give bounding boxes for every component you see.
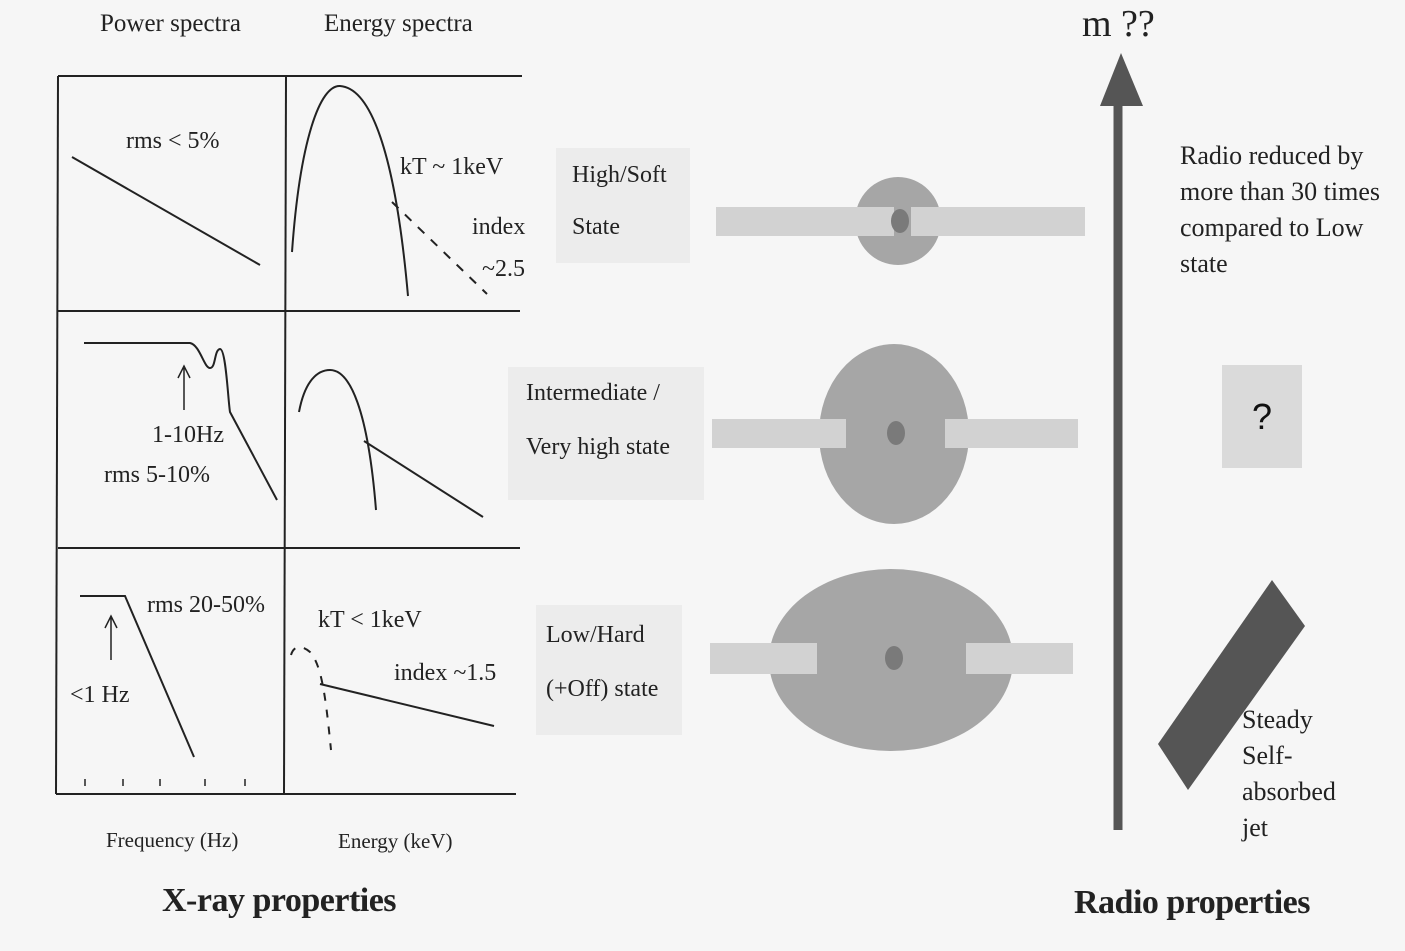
radio-properties-title: Radio properties	[1074, 884, 1310, 921]
jet-bar-right-intermediate	[945, 419, 1078, 448]
energy-spectrum-high-soft-bump	[291, 84, 409, 297]
label-index-value-high-soft: ~2.5	[482, 256, 525, 282]
energy-spectrum-low-hard-disk	[290, 646, 332, 751]
label-rms-low-hard: rms 20-50%	[147, 592, 265, 618]
source-high-soft	[716, 177, 1085, 265]
source-intermediate	[712, 344, 1078, 524]
grid-line-middle	[283, 75, 287, 795]
power-spectrum-high-soft	[71, 156, 261, 266]
energy-spectrum-intermediate-bump	[298, 368, 377, 511]
state-high-soft-line1: High/Soft	[572, 162, 667, 188]
energy-spectrum-low-hard-powerlaw	[319, 683, 495, 727]
state-high-soft-line2: State	[572, 214, 620, 240]
core-intermediate	[887, 421, 905, 445]
core-low-hard	[885, 646, 903, 670]
label-index-high-soft: index	[472, 214, 526, 240]
state-low-hard-line1: Low/Hard	[546, 622, 645, 648]
label-qpo-frequency: 1-10Hz	[152, 422, 224, 448]
power-spectra-header: Power spectra	[100, 10, 241, 37]
label-kt-low-hard: kT < 1keV	[318, 607, 422, 633]
label-kt-high-soft: kT ~ 1keV	[400, 154, 504, 180]
xray-grid	[55, 75, 522, 795]
mdot-arrow-head	[1100, 53, 1143, 106]
frequency-ticks	[84, 779, 246, 786]
state-box-low-hard	[536, 605, 682, 735]
qpo-arrow	[177, 364, 191, 410]
jet-bar-right-low-hard	[966, 643, 1073, 674]
unknown-mark: ?	[1251, 395, 1273, 437]
low-frequency-arrow	[104, 614, 118, 660]
jet-bar-left-high-soft	[716, 207, 894, 236]
label-index-low-hard: index ~1.5	[394, 660, 497, 686]
state-low-hard-line2: (+Off) state	[546, 676, 659, 702]
mdot-arrow-label: m ??	[1082, 3, 1155, 45]
energy-spectrum-high-soft-powerlaw	[391, 201, 488, 295]
energy-x-axis-label: Energy (keV)	[338, 829, 453, 853]
label-frequency-low-hard: <1 Hz	[70, 682, 130, 708]
xray-properties-title: X-ray properties	[162, 882, 397, 919]
power-spectrum-intermediate	[84, 342, 278, 501]
source-low-hard	[710, 569, 1073, 751]
grid-line-left	[55, 75, 59, 795]
bowtie-jet-icon	[1158, 580, 1305, 790]
power-x-axis-label: Frequency (Hz)	[106, 828, 239, 852]
state-intermediate-line2: Very high state	[526, 434, 670, 460]
jet-bar-left-low-hard	[710, 643, 817, 674]
state-intermediate-line1: Intermediate /	[526, 380, 660, 406]
label-rms-intermediate: rms 5-10%	[104, 462, 210, 488]
jet-bar-right-high-soft	[911, 207, 1085, 236]
radio-reduced-note: Radio reduced by more than 30 times comp…	[1180, 141, 1381, 278]
steady-jet-label: Steady Self-absorbed jet	[1242, 705, 1336, 842]
jet-bar-left-intermediate	[712, 419, 846, 448]
mdot-arrow	[1100, 53, 1143, 830]
state-box-intermediate	[508, 367, 704, 500]
label-rms-high-soft: rms < 5%	[126, 128, 220, 154]
core-high-soft	[891, 209, 909, 233]
unknown-radio-box: ?	[1222, 365, 1302, 468]
energy-spectra-header: Energy spectra	[324, 10, 473, 37]
state-box-high-soft	[556, 148, 690, 263]
energy-spectrum-intermediate-powerlaw	[363, 440, 484, 518]
power-spectrum-low-hard	[80, 595, 195, 758]
